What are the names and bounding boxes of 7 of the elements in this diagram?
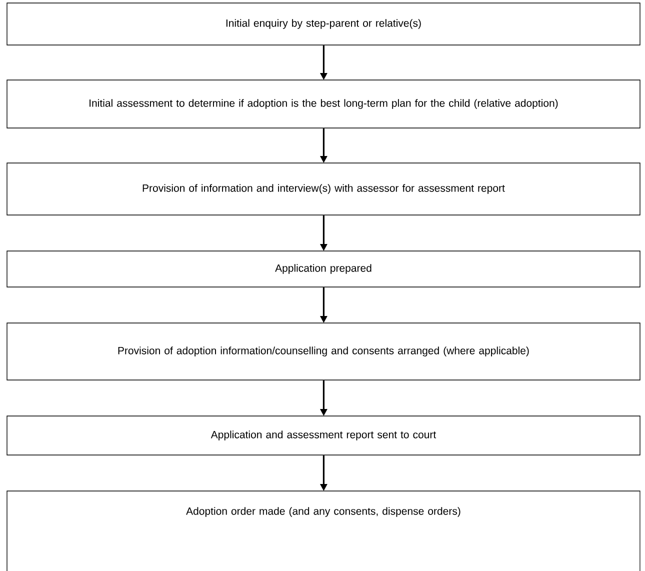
process-box: Provision of information and interview(s) with assessor for assessment report [6,162,640,216]
process-box: Adoption order made (and any consents, dispense orders) [6,490,640,571]
process-box: Provision of adoption information/counselling and consents arranged (where applicable) [6,322,640,380]
process-box: Application and assessment report sent to court [6,416,640,456]
process-box: Application prepared [6,250,640,288]
process-box: Initial enquiry by step-parent or relative(s) [6,2,640,46]
process-box: Initial assessment to determine if adoption is the best long-term plan for the child (relative adoption) [6,80,640,128]
